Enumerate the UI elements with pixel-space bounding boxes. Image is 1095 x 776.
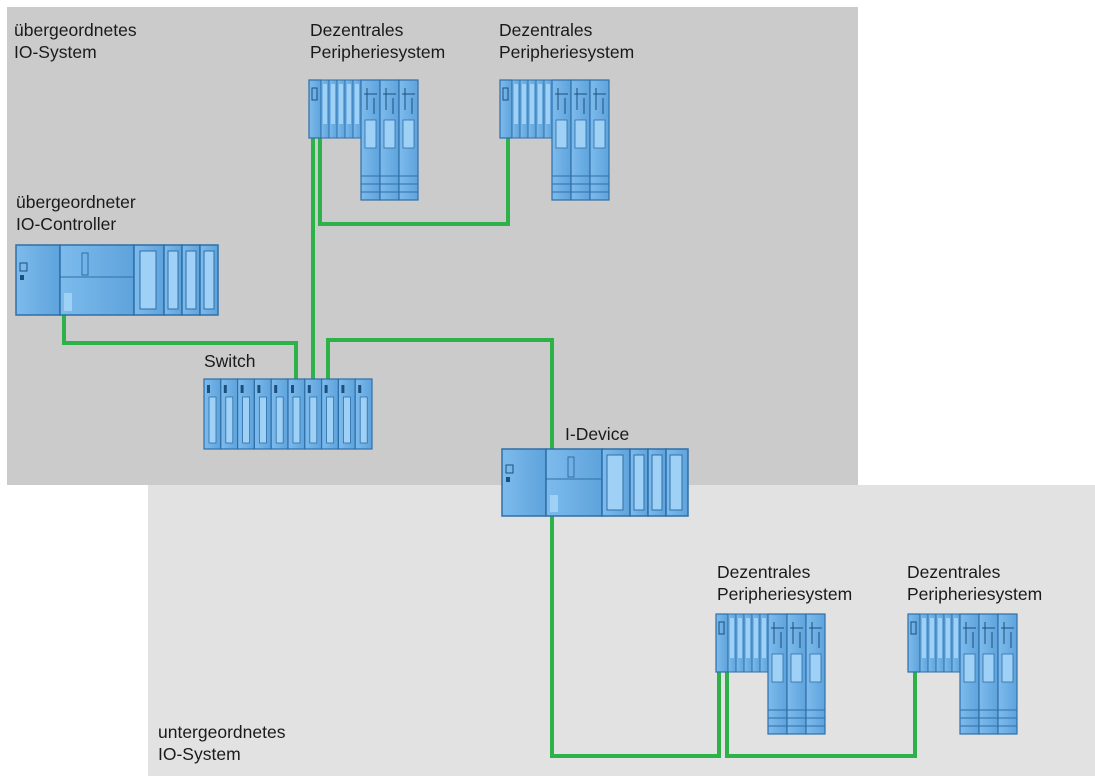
switch-device: [203, 378, 373, 450]
upper-io-controller-label: übergeordneter IO-Controller: [16, 192, 136, 234]
i-device-label: I-Device: [565, 424, 630, 444]
network-cables: [62, 138, 917, 758]
dp-bottom-2-label: Dezentrales Peripheriesystem: [907, 562, 1043, 604]
cable-controller-switch: [62, 315, 298, 381]
upper-io-system-label: übergeordnetes IO-System: [14, 20, 137, 62]
distributed-io-top-2: [499, 79, 610, 201]
dp-top-2-label: Dezentrales Peripheriesystem: [499, 20, 635, 62]
cable-dp-bottom-1-dp-bottom-2: [725, 672, 917, 758]
cable-switch-idevice: [326, 338, 554, 449]
distributed-io-bottom-2: [907, 613, 1018, 735]
dp-bottom-1-label: Dezentrales Peripheriesystem: [717, 562, 853, 604]
dp-top-1-label: Dezentrales Peripheriesystem: [310, 20, 446, 62]
cable-dp-top-1-dp-top-2: [318, 138, 510, 226]
distributed-io-bottom-1: [715, 613, 826, 735]
lower-io-system-label: untergeordnetes IO-System: [158, 722, 286, 764]
cable-idevice-dp-bottom-1: [550, 516, 721, 758]
distributed-io-top-1: [308, 79, 419, 201]
switch-label: Switch: [204, 351, 256, 371]
i-device: [501, 448, 689, 517]
io-controller-device: [15, 244, 219, 316]
